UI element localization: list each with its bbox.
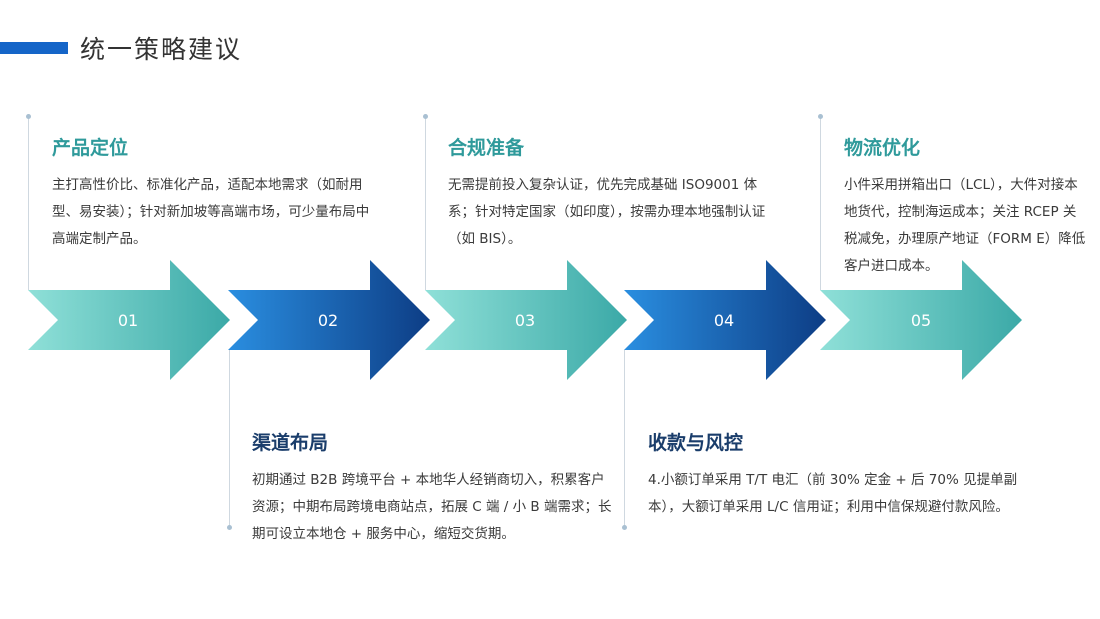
page-title: 统一策略建议 <box>80 35 243 64</box>
step-arrow-5 <box>820 260 1022 380</box>
step-text-4: 4.小额订单采用 T/T 电汇（前 30% 定金 + 后 70% 见提单副本），… <box>648 472 1018 515</box>
step-number-5: 05 <box>911 311 931 330</box>
step-title-3: 合规准备 <box>448 137 525 159</box>
connector-line-4 <box>624 350 625 528</box>
step-number-4: 04 <box>714 311 734 330</box>
connector-dot-5 <box>818 114 823 119</box>
step-block-5: 物流优化 小件采用拼箱出口（LCL），大件对接本地货代，控制海运成本；关注 RC… <box>844 133 1089 280</box>
step-arrow-3 <box>425 260 627 380</box>
step-text-5: 小件采用拼箱出口（LCL），大件对接本地货代，控制海运成本；关注 RCEP 关税… <box>844 177 1086 274</box>
step-arrow-1 <box>28 260 230 380</box>
step-text-2: 初期通过 B2B 跨境平台 + 本地华人经销商切入，积累客户资源；中期布局跨境电… <box>252 472 612 542</box>
connector-line-2 <box>229 350 230 528</box>
step-block-1: 产品定位 主打高性价比、标准化产品，适配本地需求（如耐用型、易安装）；针对新加坡… <box>52 133 382 253</box>
step-title-5: 物流优化 <box>844 137 921 159</box>
connector-dot-4 <box>622 525 627 530</box>
step-block-4: 收款与风控 4.小额订单采用 T/T 电汇（前 30% 定金 + 后 70% 见… <box>648 428 1023 521</box>
connector-dot-3 <box>423 114 428 119</box>
step-block-2: 渠道布局 初期通过 B2B 跨境平台 + 本地华人经销商切入，积累客户资源；中期… <box>252 428 617 548</box>
step-text-1: 主打高性价比、标准化产品，适配本地需求（如耐用型、易安装）；针对新加坡等高端市场… <box>52 177 370 247</box>
step-title-1: 产品定位 <box>52 137 129 159</box>
title-accent-bar <box>0 42 68 54</box>
connector-line-5 <box>820 118 821 290</box>
step-number-2: 02 <box>318 311 338 330</box>
step-number-3: 03 <box>515 311 535 330</box>
connector-dot-1 <box>26 114 31 119</box>
step-block-3: 合规准备 无需提前投入复杂认证，优先完成基础 ISO9001 体系；针对特定国家… <box>448 133 773 253</box>
step-title-4: 收款与风控 <box>648 432 744 454</box>
connector-line-3 <box>425 118 426 290</box>
step-arrow-4 <box>624 260 826 380</box>
step-arrow-2 <box>228 260 430 380</box>
step-text-3: 无需提前投入复杂认证，优先完成基础 ISO9001 体系；针对特定国家（如印度）… <box>448 177 766 247</box>
connector-line-1 <box>28 118 29 290</box>
connector-dot-2 <box>227 525 232 530</box>
step-number-1: 01 <box>118 311 138 330</box>
step-title-2: 渠道布局 <box>252 432 329 454</box>
